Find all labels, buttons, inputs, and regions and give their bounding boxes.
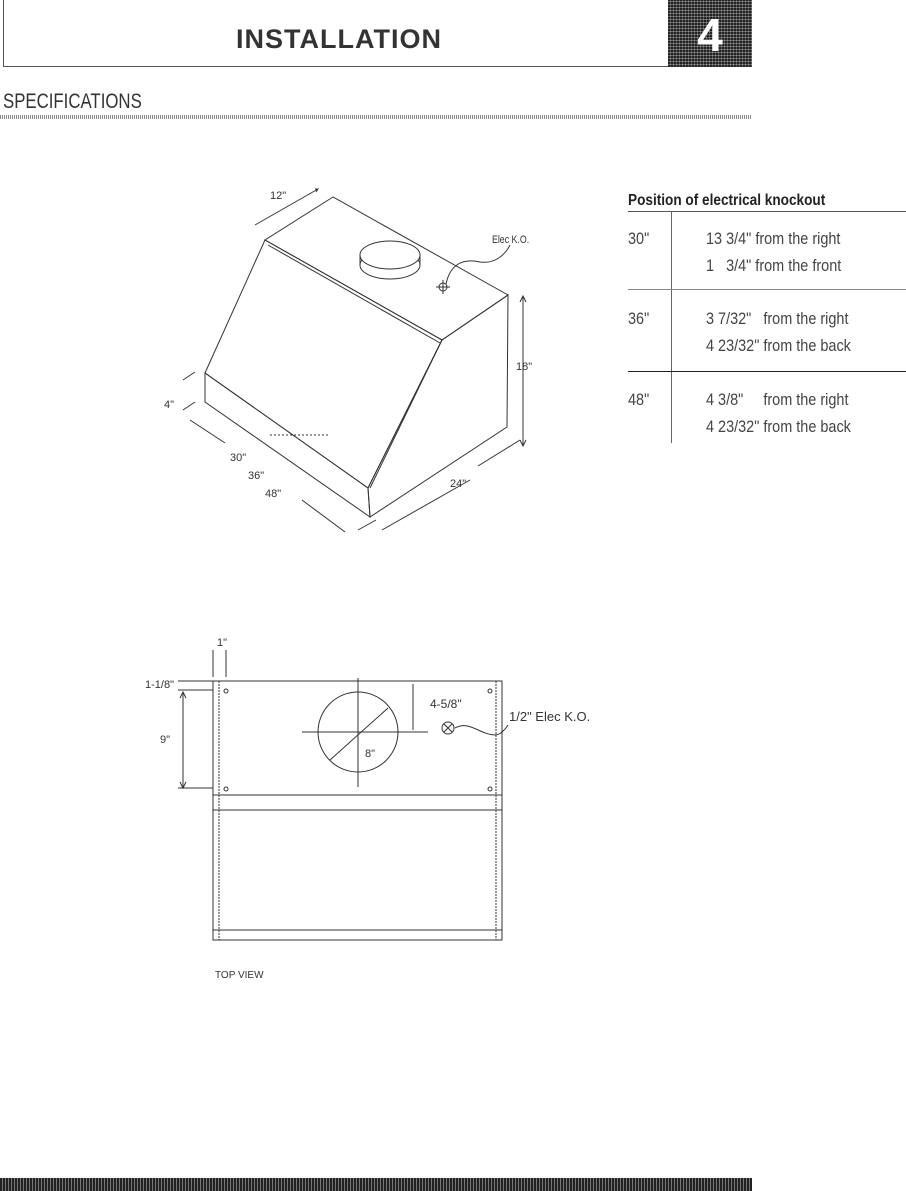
top-view-caption: TOP VIEW: [215, 970, 264, 981]
dim-width-36: 36": [248, 470, 264, 482]
table-size: 30": [628, 229, 650, 248]
table-rule: [628, 371, 906, 372]
elec-ko-label: Elec K.O.: [492, 234, 529, 246]
dim-span: 9": [160, 734, 170, 746]
table-title: Position of electrical knockout: [628, 192, 826, 209]
elec-ko-top-label: 1/2" Elec K.O.: [509, 709, 590, 724]
dim-height: 18": [516, 361, 532, 373]
table-position: 4 23/32" from the back: [706, 336, 851, 355]
section-title: SPECIFICATIONS: [3, 90, 142, 113]
top-view-drawing: [178, 650, 509, 941]
section-divider: [0, 115, 752, 119]
isometric-hood-drawing: [182, 188, 527, 533]
page-title: INSTALLATION: [236, 24, 442, 54]
dim-duct-diameter: 8": [365, 748, 375, 760]
dim-flange: 1": [217, 637, 227, 649]
table-size: 48": [628, 390, 650, 409]
chapter-number: 4: [697, 9, 723, 61]
footer-bar: [0, 1178, 752, 1191]
table-position: 13 3/4" from the right: [706, 229, 841, 248]
table-size: 36": [628, 309, 650, 328]
dim-depth-top: 12": [270, 190, 286, 202]
table-position: 4 23/32" from the back: [706, 417, 851, 436]
dim-duct-offset: 4-5/8": [430, 697, 462, 711]
table-position: 3 7/32" from the right: [706, 309, 849, 328]
dim-width-30: 30": [230, 452, 246, 464]
dim-front-height: 4": [164, 399, 174, 411]
table-position: 4 3/8" from the right: [706, 390, 849, 409]
dim-width-48: 48": [265, 488, 281, 500]
table-rule: [628, 289, 906, 290]
header-box: INSTALLATION: [3, 0, 752, 67]
chapter-badge: 4: [668, 0, 752, 67]
dim-offset: 1-1/8": [145, 679, 174, 691]
table-position: 1 3/4" from the front: [706, 256, 842, 275]
table-rule: [628, 211, 906, 212]
table-column-divider: [671, 211, 672, 443]
dim-depth: 24": [450, 478, 466, 490]
